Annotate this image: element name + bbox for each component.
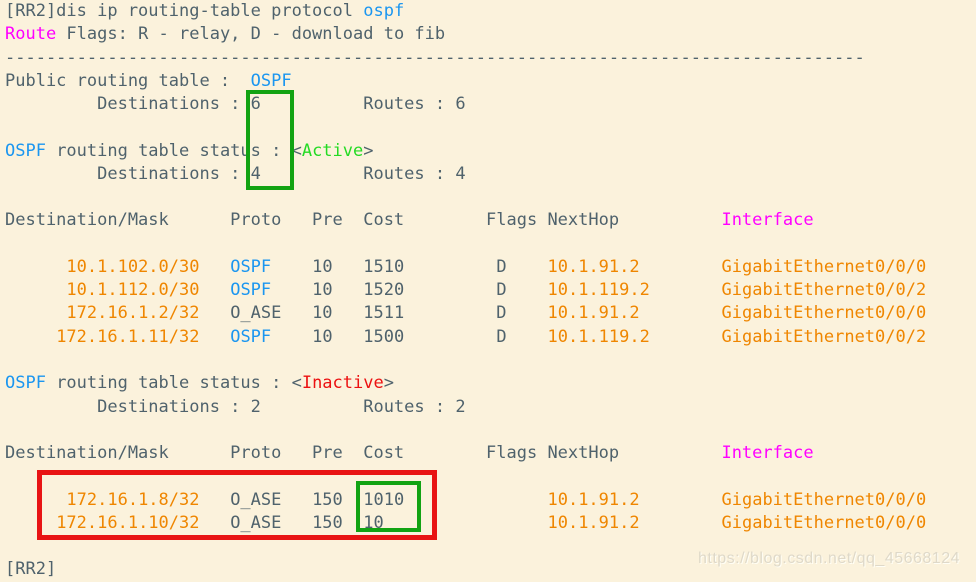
table-header: Destination/Mask Proto Pre Cost Flags Ne… <box>5 443 814 464</box>
blank-line <box>5 186 976 209</box>
route-row: 10.1.112.0/30 OSPF 10 1520 D 10.1.119.2 … <box>66 280 927 301</box>
watermark-url: https://blog.csdn.net/qq_45668124 <box>697 550 960 567</box>
public-table-title: Public routing table : OSPF <box>5 70 292 91</box>
blank-line <box>5 419 976 442</box>
blank-line <box>5 233 976 256</box>
separator-line: ----------------------------------------… <box>5 47 865 68</box>
active-status-line: OSPF routing table status : <Active> <box>5 140 374 161</box>
public-table-counts: Destinations : 6 Routes : 6 <box>5 94 466 115</box>
inactive-counts: Destinations : 2 Routes : 2 <box>5 396 466 417</box>
route-row: 172.16.1.10/32 O_ASE 150 10 10.1.91.2 Gi… <box>56 512 927 533</box>
blank-line <box>5 465 976 488</box>
route-row: 172.16.1.2/32 O_ASE 10 1511 D 10.1.91.2 … <box>66 303 927 324</box>
command-line: [RR2]dis ip routing-table protocol ospf <box>5 1 405 21</box>
active-counts: Destinations : 4 Routes : 4 <box>5 163 466 184</box>
table-header: Destination/Mask Proto Pre Cost Flags Ne… <box>5 210 814 231</box>
inactive-status-line: OSPF routing table status : <Inactive> <box>5 373 394 394</box>
blank-line <box>5 116 976 139</box>
prompt-line: [RR2] <box>5 559 57 580</box>
blank-line <box>5 349 976 372</box>
route-row: 172.16.1.8/32 O_ASE 150 1010 10.1.91.2 G… <box>66 489 927 510</box>
route-row: 172.16.1.11/32 OSPF 10 1500 D 10.1.119.2… <box>56 326 927 347</box>
route-row: 10.1.102.0/30 OSPF 10 1510 D 10.1.91.2 G… <box>66 256 927 277</box>
route-flags-legend: Route Flags: R - relay, D - download to … <box>5 24 446 45</box>
